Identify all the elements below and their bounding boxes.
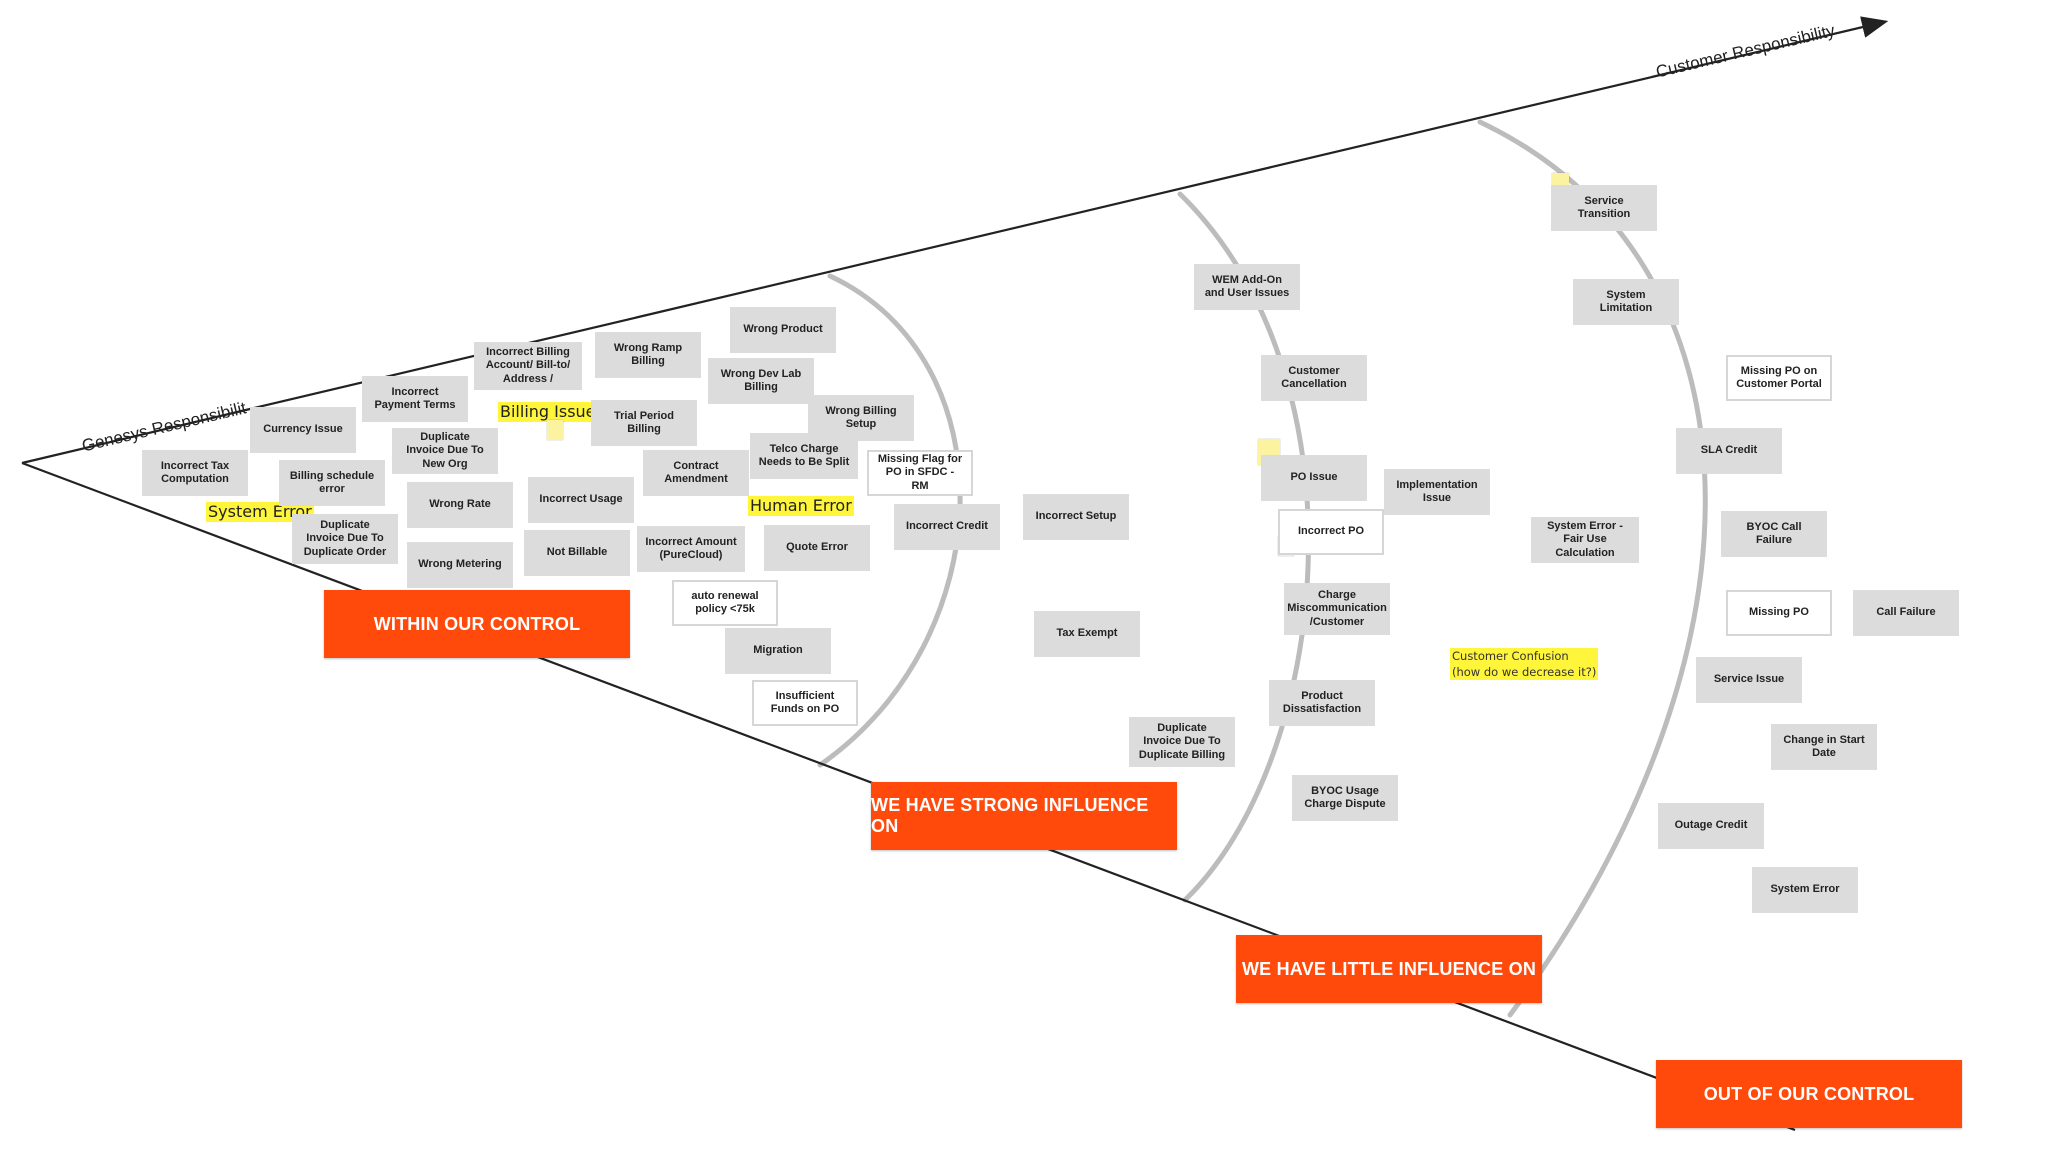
note-incorrect-tax-computation[interactable]: Incorrect Tax Computation [142,450,248,496]
note-byoc-usage-charge-dispute[interactable]: BYOC Usage Charge Dispute [1292,775,1398,821]
note-wrong-dev-lab-billing[interactable]: Wrong Dev Lab Billing [708,358,814,404]
customer-confusion-label: Customer Confusion (how do we decrease i… [1450,648,1599,680]
note-duplicate-invoice-duplicate-billing[interactable]: Duplicate Invoice Due To Duplicate Billi… [1129,717,1235,767]
note-implementation-issue[interactable]: Implementation Issue [1384,469,1490,515]
note-contract-amendment[interactable]: Contract Amendment [643,450,749,496]
note-outage-credit[interactable]: Outage Credit [1658,803,1764,849]
note-charge-miscommunication[interactable]: Charge Miscommunication /Customer [1284,583,1390,635]
tiny-sticky-note[interactable] [547,420,563,440]
note-change-in-start-date[interactable]: Change in Start Date [1771,724,1877,770]
note-incorrect-amount-purecloud[interactable]: Incorrect Amount (PureCloud) [637,526,745,572]
note-system-error-out[interactable]: System Error [1752,867,1858,913]
note-incorrect-billing-account[interactable]: Incorrect Billing Account/ Bill-to/ Addr… [474,342,582,390]
note-missing-flag-po-sfdc[interactable]: Missing Flag for PO in SFDC - RM [867,450,973,496]
zone-strong-influence: WE HAVE STRONG INFLUENCE ON [871,782,1177,850]
arc-little-boundary [1477,119,1708,1018]
note-product-dissatisfaction[interactable]: Product Dissatisfaction [1269,680,1375,726]
note-system-limitation[interactable]: System Limitation [1573,279,1679,325]
note-wrong-ramp-billing[interactable]: Wrong Ramp Billing [595,332,701,378]
note-incorrect-po[interactable]: Incorrect PO [1278,509,1384,555]
note-duplicate-invoice-new-org[interactable]: Duplicate Invoice Due To New Org [392,428,498,474]
note-wrong-metering[interactable]: Wrong Metering [407,542,513,588]
note-tax-exempt[interactable]: Tax Exempt [1034,611,1140,657]
note-telco-charge-split[interactable]: Telco Charge Needs to Be Split [750,433,858,479]
note-customer-cancellation[interactable]: Customer Cancellation [1261,355,1367,401]
system-error-label: System Error [206,502,314,522]
note-incorrect-payment-terms[interactable]: Incorrect Payment Terms [362,376,468,422]
note-sla-credit[interactable]: SLA Credit [1676,428,1782,474]
customer-responsibility-axis [21,16,1889,465]
note-wrong-product[interactable]: Wrong Product [730,307,836,353]
note-auto-renewal-policy[interactable]: auto renewal policy <75k [672,580,778,626]
note-incorrect-usage[interactable]: Incorrect Usage [528,477,634,523]
zone-out-of-control: OUT OF OUR CONTROL [1656,1060,1962,1128]
note-migration[interactable]: Migration [725,628,831,674]
human-error-label: Human Error [748,496,854,516]
note-trial-period-billing[interactable]: Trial Period Billing [591,400,697,446]
note-byoc-call-failure[interactable]: BYOC Call Failure [1721,511,1827,557]
note-missing-po-customer-portal[interactable]: Missing PO on Customer Portal [1726,355,1832,401]
billing-issues-label: Billing Issues [498,402,606,422]
zone-little-influence: WE HAVE LITTLE INFLUENCE ON [1236,935,1542,1003]
note-quote-error[interactable]: Quote Error [764,525,870,571]
note-system-error-fair-use[interactable]: System Error - Fair Use Calculation [1531,517,1639,563]
note-billing-schedule-error[interactable]: Billing schedule error [279,460,385,506]
note-wrong-rate[interactable]: Wrong Rate [407,482,513,528]
zone-within-our-control: WITHIN OUR CONTROL [324,590,630,658]
note-incorrect-setup[interactable]: Incorrect Setup [1023,494,1129,540]
note-incorrect-credit[interactable]: Incorrect Credit [894,504,1000,550]
note-call-failure[interactable]: Call Failure [1853,590,1959,636]
note-wem-addon-user-issues[interactable]: WEM Add-On and User Issues [1194,264,1300,310]
note-service-transition[interactable]: Service Transition [1551,185,1657,231]
note-po-issue[interactable]: PO Issue [1261,455,1367,501]
note-missing-po[interactable]: Missing PO [1726,590,1832,636]
note-duplicate-invoice-duplicate-order[interactable]: Duplicate Invoice Due To Duplicate Order [292,514,398,564]
note-not-billable[interactable]: Not Billable [524,530,630,576]
note-currency-issue[interactable]: Currency Issue [250,407,356,453]
note-insufficient-funds-po[interactable]: Insufficient Funds on PO [752,680,858,726]
note-service-issue[interactable]: Service Issue [1696,657,1802,703]
